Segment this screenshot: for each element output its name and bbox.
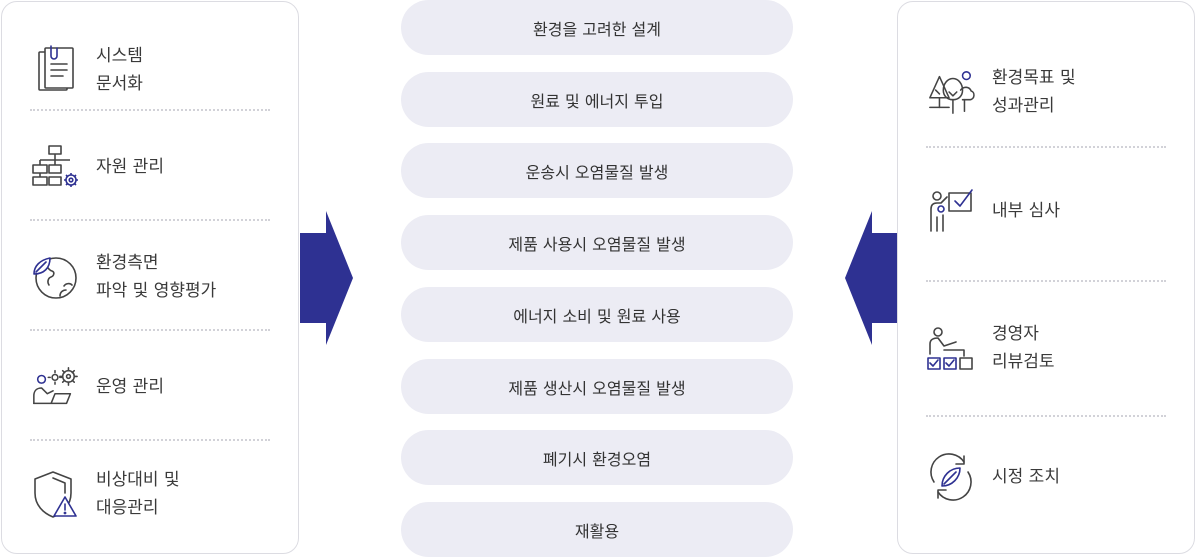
right-item-management-review: 경영자 리뷰검토 xyxy=(926,320,1166,376)
right-item-label: 환경목표 및 성과관리 xyxy=(992,68,1076,116)
step-label: 제품 사용시 오염물질 발생 xyxy=(508,234,686,254)
right-item-environmental-goals: 환경목표 및 성과관리 xyxy=(926,64,1166,120)
step-label: 폐기시 환경오염 xyxy=(542,449,652,469)
shield-warning-icon xyxy=(30,469,80,519)
step-pill: 원료 및 에너지 투입 xyxy=(401,72,793,127)
right-item-label: 내부 심사 xyxy=(992,201,1060,221)
right-item-corrective-action: 시정 조치 xyxy=(926,452,1166,502)
step-pill: 제품 사용시 오염물질 발생 xyxy=(401,215,793,270)
step-label: 원료 및 에너지 투입 xyxy=(530,91,664,111)
step-label: 제품 생산시 오염물질 발생 xyxy=(508,378,686,398)
divider xyxy=(30,439,270,441)
divider xyxy=(926,280,1166,282)
left-item-label: 환경측면 파악 및 영향평가 xyxy=(96,253,217,301)
person-checklist-icon xyxy=(926,323,976,373)
clipboard-document-icon xyxy=(30,45,80,95)
left-arrow-icon xyxy=(845,211,898,345)
right-arrow-icon xyxy=(300,211,353,345)
step-pill: 환경을 고려한 설계 xyxy=(401,0,793,55)
step-pill: 재활용 xyxy=(401,502,793,557)
left-item-label: 자원 관리 xyxy=(96,157,164,177)
divider xyxy=(926,415,1166,417)
divider xyxy=(926,146,1166,148)
right-item-label: 경영자 리뷰검토 xyxy=(992,324,1055,372)
divider xyxy=(30,329,270,331)
right-item-label: 시정 조치 xyxy=(992,467,1060,487)
divider xyxy=(30,219,270,221)
step-label: 재활용 xyxy=(574,521,620,541)
left-item-operations-management: 운영 관리 xyxy=(30,362,270,412)
left-item-resource-management: 자원 관리 xyxy=(30,142,270,192)
left-item-system-documentation: 시스템 문서화 xyxy=(30,42,270,98)
left-panel: 시스템 문서화 자원 관리 xyxy=(1,1,299,554)
step-pill: 폐기시 환경오염 xyxy=(401,430,793,485)
person-laptop-gear-icon xyxy=(30,362,80,412)
leaf-cycle-icon xyxy=(926,452,976,502)
step-label: 환경을 고려한 설계 xyxy=(533,19,661,39)
left-item-label: 운영 관리 xyxy=(96,377,164,397)
step-pill: 에너지 소비 및 원료 사용 xyxy=(401,287,793,342)
step-pill: 운송시 오염물질 발생 xyxy=(401,143,793,198)
person-checkbox-icon xyxy=(926,186,976,236)
step-pill: 제품 생산시 오염물질 발생 xyxy=(401,359,793,414)
left-item-environmental-aspects: 환경측면 파악 및 영향평가 xyxy=(30,249,270,305)
divider xyxy=(30,109,270,111)
step-label: 운송시 오염물질 발생 xyxy=(525,162,669,182)
trees-icon xyxy=(926,67,976,117)
right-item-internal-audit: 내부 심사 xyxy=(926,186,1166,236)
left-item-label: 시스템 문서화 xyxy=(96,46,143,94)
hierarchy-gear-icon xyxy=(30,142,80,192)
left-item-emergency-response: 비상대비 및 대응관리 xyxy=(30,466,270,522)
left-item-label: 비상대비 및 대응관리 xyxy=(96,470,180,518)
globe-leaf-icon xyxy=(30,252,80,302)
step-label: 에너지 소비 및 원료 사용 xyxy=(513,306,681,326)
right-panel: 환경목표 및 성과관리 내부 심사 xyxy=(897,1,1195,554)
